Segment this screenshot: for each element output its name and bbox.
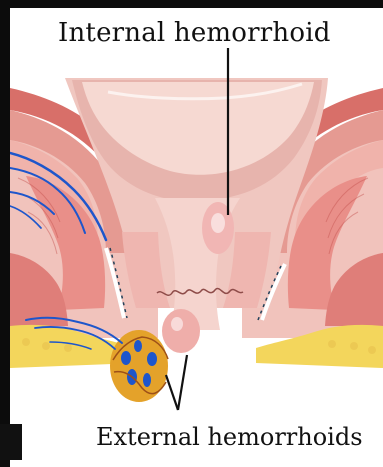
external-hemorrhoids-label: External hemorrhoids xyxy=(96,423,363,451)
corner-mark xyxy=(0,424,22,460)
left-border xyxy=(0,0,10,467)
internal-hemorrhoid-label: Internal hemorrhoid xyxy=(58,18,331,48)
top-border xyxy=(0,0,383,8)
hemorrhoid-anatomy-illustration xyxy=(10,8,383,467)
